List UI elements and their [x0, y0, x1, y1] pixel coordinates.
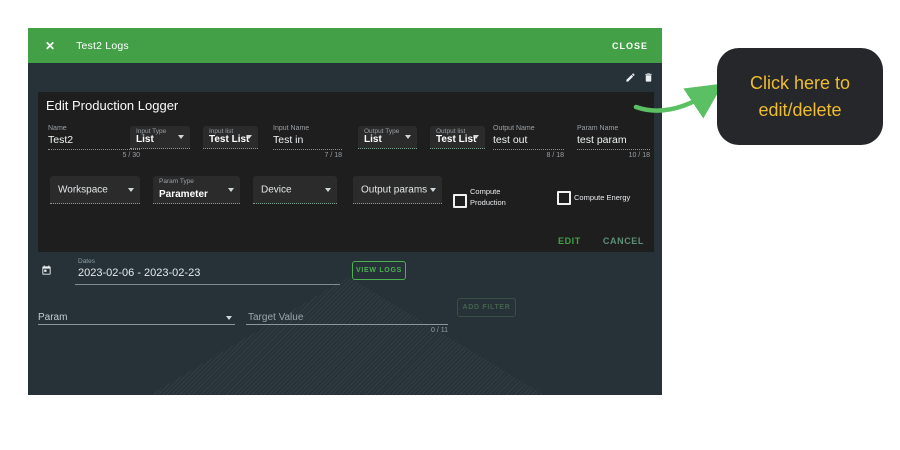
input-list-value: Test List [209, 134, 250, 145]
output-name-field[interactable]: Output Name test out 8 / 18 [493, 125, 564, 159]
output-list-select[interactable]: Output list Test List [430, 126, 485, 149]
output-list-label: Output list [436, 128, 466, 135]
compute-production-checkbox[interactable] [453, 194, 467, 208]
card-actions: EDIT CANCEL [558, 236, 644, 246]
chevron-down-icon [430, 187, 436, 192]
param-name-field[interactable]: Param Name test param 10 / 18 [577, 125, 650, 159]
input-type-select[interactable]: Input Type List [130, 126, 190, 149]
chevron-down-icon [405, 135, 411, 139]
workspace-placeholder: Workspace [58, 184, 108, 195]
param-type-value: Parameter [159, 189, 208, 200]
name-field[interactable]: Name Test2 5 / 30 [48, 125, 140, 159]
input-list-label: Input list [209, 128, 234, 135]
dates-label: Dates [78, 258, 95, 265]
param-select[interactable]: Param [38, 312, 68, 323]
compute-energy-label: Compute Energy [574, 193, 631, 202]
target-value-underline [246, 324, 448, 325]
input-name-label: Input Name [273, 125, 310, 132]
output-type-select[interactable]: Output Type List [358, 126, 417, 149]
output-list-value: Test List [436, 134, 477, 145]
output-name-label: Output Name [493, 125, 535, 132]
edit-production-logger-card: Edit Production Logger Name Test2 5 / 30… [38, 92, 654, 252]
compute-production-label: Compute Production [470, 187, 506, 207]
edit-button[interactable]: EDIT [557, 236, 581, 246]
output-type-value: List [364, 134, 382, 145]
param-name-label: Param Name [577, 125, 619, 132]
compute-energy-checkbox[interactable] [557, 191, 571, 205]
input-type-value: List [136, 134, 154, 145]
input-list-select[interactable]: Input list Test List [203, 126, 258, 149]
output-params-placeholder: Output params [361, 184, 428, 195]
delete-trash-icon[interactable] [643, 72, 654, 83]
target-value-counter: 0 / 11 [431, 327, 448, 334]
card-heading: Edit Production Logger [46, 98, 179, 113]
annotation-line1: Click here to [749, 72, 851, 93]
calendar-icon[interactable] [41, 265, 52, 276]
input-type-label: Input Type [136, 128, 167, 135]
param-type-select[interactable]: Param Type Parameter [153, 176, 240, 204]
dates-underline [75, 284, 340, 285]
output-name-counter: 8 / 18 [546, 152, 564, 159]
name-value[interactable]: Test2 [48, 134, 140, 150]
dates-value[interactable]: 2023-02-06 - 2023-02-23 [78, 267, 201, 279]
output-name-value[interactable]: test out [493, 134, 564, 150]
logger-dialog: ✕ Test2 Logs CLOSE Edit Production Logge… [28, 28, 662, 395]
param-name-value[interactable]: test param [577, 134, 650, 150]
view-logs-button[interactable]: VIEW LOGS [352, 261, 406, 280]
dialog-title: Test2 Logs [76, 39, 129, 52]
input-name-value[interactable]: Test in [273, 134, 342, 150]
add-filter-button[interactable]: ADD FILTER [457, 298, 516, 317]
chevron-down-icon [128, 187, 134, 192]
target-value-input[interactable]: Target Value [248, 312, 304, 323]
chevron-down-icon [325, 187, 331, 192]
name-label: Name [48, 125, 67, 132]
output-params-select[interactable]: Output params [353, 176, 442, 204]
param-name-counter: 10 / 18 [628, 152, 650, 159]
chevron-down-icon [228, 187, 234, 192]
chevron-down-icon[interactable] [226, 316, 232, 320]
annotation-arrow-icon [633, 83, 724, 119]
param-underline [38, 324, 235, 325]
chevron-down-icon [246, 135, 252, 139]
chevron-down-icon [178, 135, 184, 139]
output-type-label: Output Type [364, 128, 400, 135]
close-x-icon[interactable]: ✕ [45, 38, 56, 53]
device-select[interactable]: Device [253, 176, 337, 204]
dialog-titlebar: ✕ Test2 Logs CLOSE [28, 28, 662, 63]
edit-pencil-icon[interactable] [625, 72, 636, 83]
input-name-counter: 7 / 18 [324, 152, 342, 159]
close-button[interactable]: CLOSE [611, 40, 648, 51]
cancel-button[interactable]: CANCEL [602, 236, 644, 246]
device-placeholder: Device [261, 184, 292, 195]
name-counter: 5 / 30 [122, 152, 140, 159]
annotation-callout: Click here to edit/delete [717, 48, 883, 145]
annotation-line2: edit/delete [758, 99, 842, 120]
workspace-select[interactable]: Workspace [50, 176, 140, 204]
param-type-label: Param Type [159, 178, 194, 185]
chevron-down-icon [473, 135, 479, 139]
edit-delete-toolbar [28, 63, 662, 92]
input-name-field[interactable]: Input Name Test in 7 / 18 [273, 125, 342, 159]
